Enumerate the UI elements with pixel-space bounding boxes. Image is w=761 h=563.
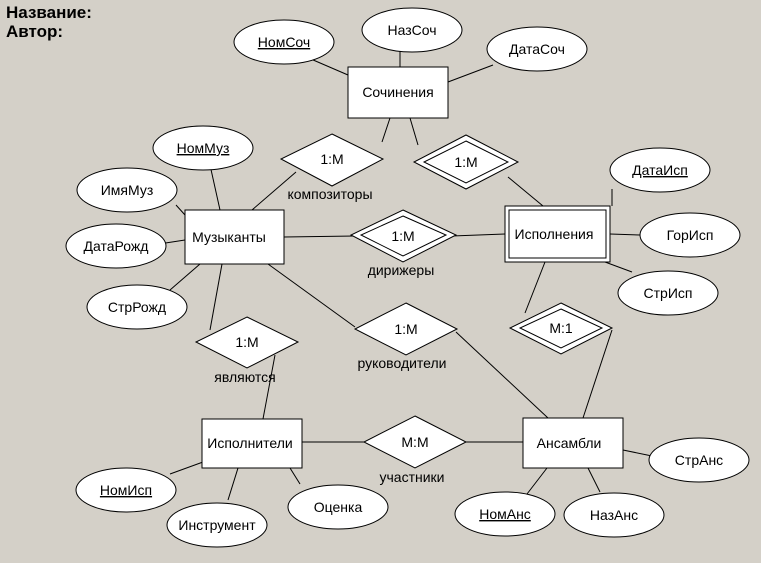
attribute-gorisp[interactable]: ГорИсп	[639, 212, 741, 258]
header: Название: Автор:	[6, 3, 92, 41]
attribute-datarozhd[interactable]: ДатаРожд	[65, 223, 167, 269]
relationship-comp-perf-cardinality: 1:M	[454, 154, 477, 170]
relationship-are-cardinality: 1:M	[235, 334, 258, 350]
relationship-perf-ens[interactable]: M:1	[508, 302, 614, 355]
attribute-datasoch[interactable]: ДатаСоч	[486, 26, 588, 72]
attribute-nazans-label: НазАнс	[590, 507, 638, 523]
attribute-imyamuz-label: ИмяМуз	[101, 182, 154, 198]
attribute-gorisp-label: ГорИсп	[667, 227, 714, 243]
attribute-instrument-label: Инструмент	[178, 517, 256, 533]
relationship-leaders-label: руководители	[357, 355, 446, 371]
relationship-composers[interactable]: 1:M	[279, 133, 385, 187]
attribute-nomisp-label: НомИсп	[100, 482, 152, 498]
attribute-datarozhd-label: ДатаРожд	[84, 238, 149, 254]
relationship-composers-cardinality: 1:M	[320, 151, 343, 167]
entity-performers-label: Исполнители	[207, 435, 292, 451]
attribute-strisp-label: СтрИсп	[644, 285, 693, 301]
entity-ensembles-label: Ансамбли	[537, 435, 602, 451]
relationship-conductors-cardinality: 1:M	[391, 228, 414, 244]
relationship-conductors[interactable]: 1:M	[349, 209, 458, 263]
entity-compositions[interactable]: Сочинения	[347, 66, 449, 119]
relationship-leaders[interactable]: 1:M	[353, 302, 459, 356]
entity-compositions-label: Сочинения	[362, 84, 433, 100]
attribute-strrozhd-label: СтрРожд	[108, 299, 166, 315]
attribute-strans[interactable]: СтрАнс	[648, 437, 750, 483]
attribute-instrument[interactable]: Инструмент	[166, 502, 268, 548]
attribute-nomans[interactable]: НомАнс	[454, 491, 556, 537]
attribute-nomsoch[interactable]: НомСоч	[233, 19, 335, 65]
attribute-nazsoch[interactable]: НазСоч	[361, 7, 463, 53]
entity-musicians-label: Музыканты	[192, 229, 266, 245]
relationship-conductors-label: дирижеры	[368, 262, 435, 278]
relationship-are-label: являются	[214, 369, 275, 385]
attribute-strans-label: СтрАнс	[675, 452, 723, 468]
entity-musicians[interactable]: Музыканты	[184, 209, 285, 265]
entity-ensembles[interactable]: Ансамбли	[522, 417, 624, 469]
relationship-leaders-cardinality: 1:M	[394, 321, 417, 337]
relationship-are[interactable]: 1:M	[194, 316, 300, 369]
attribute-nommuz[interactable]: НомМуз	[152, 125, 254, 171]
attribute-ocenka[interactable]: Оценка	[287, 484, 389, 530]
attribute-nomans-label: НомАнс	[479, 506, 531, 522]
entity-performances-label: Исполнения	[515, 226, 594, 242]
relationship-composers-label: композиторы	[287, 186, 372, 202]
attribute-nazsoch-label: НазСоч	[387, 22, 436, 38]
attribute-strrozhd[interactable]: СтрРожд	[86, 284, 188, 330]
attribute-dataisp-label: ДатаИсп	[632, 162, 688, 178]
entity-performers[interactable]: Исполнители	[201, 418, 303, 469]
attribute-dataisp[interactable]: ДатаИсп	[609, 147, 711, 193]
relationship-participants-cardinality: M:M	[401, 434, 428, 450]
attribute-ocenka-label: Оценка	[314, 499, 363, 515]
attribute-strisp[interactable]: СтрИсп	[617, 270, 719, 316]
entity-performances[interactable]: Исполнения	[504, 205, 611, 263]
attribute-nazans[interactable]: НазАнс	[563, 492, 665, 538]
relationship-participants-label: участники	[380, 469, 445, 485]
relationship-participants[interactable]: M:M	[362, 415, 468, 469]
relationship-perf-ens-cardinality: M:1	[549, 320, 573, 336]
author-label: Автор:	[6, 22, 64, 41]
attribute-imyamuz[interactable]: ИмяМуз	[76, 167, 178, 213]
title-label: Название:	[6, 3, 92, 22]
attribute-nommuz-label: НомМуз	[177, 140, 230, 156]
attribute-nomsoch-label: НомСоч	[258, 34, 310, 50]
attribute-datasoch-label: ДатаСоч	[509, 41, 565, 57]
attribute-nomisp[interactable]: НомИсп	[75, 467, 177, 513]
relationship-comp-perf[interactable]: 1:M	[412, 134, 520, 190]
